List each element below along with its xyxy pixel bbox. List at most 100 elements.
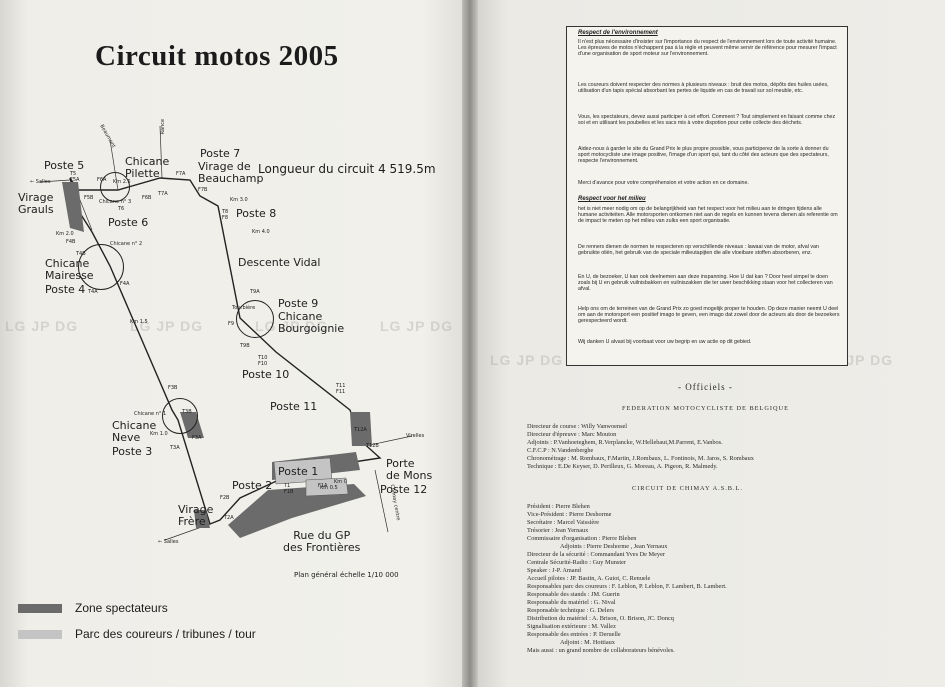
tower-marker: T11 — [336, 383, 346, 389]
tower-marker: T12A — [354, 427, 367, 433]
official-line: Signalisation extérieure : M. Vallez — [527, 623, 616, 630]
tower-marker: T6 — [118, 206, 125, 212]
tower-marker: T7A — [158, 191, 168, 197]
official-line: Commissaire d'organisation : Pierre Bleh… — [527, 535, 637, 542]
spectator-zone-6 — [194, 510, 210, 528]
road-salles-top-label: ← Salles — [30, 179, 51, 185]
official-line: Directeur d'épreuve : Marc Mouton — [527, 431, 617, 438]
tower-marker: F6B — [142, 195, 152, 201]
tower-marker: F8 — [222, 215, 229, 221]
poste-1-label: Poste 1 — [278, 465, 319, 478]
official-line: Technique : E.De Keyser, D. Perilleux, G… — [527, 463, 718, 470]
poste-5-label: Poste 5 — [44, 159, 85, 172]
watermark-logo: LG JP DG — [130, 318, 204, 334]
tower-marker: T1 — [284, 483, 291, 489]
tower-marker: T9A — [250, 289, 260, 295]
legend-spectator-label: Zone spectateurs — [75, 601, 168, 615]
legend-paddock-swatch — [18, 630, 62, 639]
official-line: Adjoints : P.Vanhoeteghem, R.Verplancke,… — [527, 439, 723, 446]
tower-marker: F1A — [318, 483, 328, 489]
tower-marker: F6A — [97, 177, 107, 183]
official-line: Responsable des stands : JM. Guerin — [527, 591, 620, 598]
paragraph: Help ons om de terreinen van de Grand Pr… — [578, 306, 840, 324]
virage-grauls-label: Virage Grauls — [18, 191, 54, 216]
road-rance-label: Rance — [160, 118, 167, 135]
poste-12-label: Poste 12 — [380, 483, 428, 496]
poste-11-label: Poste 11 — [270, 400, 318, 413]
tower-marker: T9B — [240, 343, 250, 349]
environment-box — [566, 26, 848, 366]
tower-marker: T10 — [258, 355, 268, 361]
tower-marker: F9 — [228, 321, 235, 327]
poste-10-label: Poste 10 — [242, 368, 290, 381]
paragraph: het is niet meer nodig om op de belangri… — [578, 206, 838, 224]
descente-vidal-label: Descente Vidal — [238, 256, 321, 269]
tower-marker: F3B — [168, 385, 178, 391]
club-heading: CIRCUIT DE CHIMAY A.S.B.L. — [632, 485, 743, 492]
virage-beauchamp-label: Virage de Beauchamp — [198, 160, 264, 185]
watermark-logo: LG JP DG — [490, 352, 564, 368]
chicane-neve-label: Chicane Neve — [112, 419, 157, 444]
paragraph: Aidez-nous à garder le site du Grand Pri… — [578, 146, 829, 164]
official-line: Distribution du matériel : A. Brison, O.… — [527, 615, 674, 622]
watermark-logo: LG JP DG — [380, 318, 454, 334]
official-line: Accueil pilotes : JP. Bastin, A. Guiot, … — [527, 575, 651, 582]
km-marker: Km 2.0 — [56, 231, 74, 237]
virage-frere-label: Virage Frère — [178, 503, 214, 528]
tower-marker: T3A — [170, 445, 180, 451]
poste-4-label: Poste 4 — [45, 283, 86, 296]
tower-marker: T12B — [366, 443, 379, 449]
chicane-bourgoignie-circle — [236, 300, 274, 338]
poste-6-label: Poste 6 — [108, 216, 149, 229]
poste-8-label: Poste 8 — [236, 207, 277, 220]
road-virelles — [369, 435, 413, 446]
tower-marker: F4B — [66, 239, 76, 245]
chicane-pilette-circle — [100, 172, 130, 202]
heading-environnement: Respect de l'environnement — [578, 30, 658, 36]
tower-marker: F7A — [176, 171, 186, 177]
official-line: Vice-Président : Pierre Deshorme — [527, 511, 612, 518]
official-line: Speaker : J-P. Amand — [527, 567, 581, 574]
poste-9-label: Poste 9 — [278, 297, 319, 310]
legend-spectator-swatch — [18, 604, 62, 613]
paragraph: Merci d'avance pour votre compréhension … — [578, 180, 749, 186]
chicane-bourgoignie-label: Chicane Bourgoignie — [278, 310, 345, 335]
tower-marker: F10 — [258, 361, 268, 367]
chicane-3-label: Chicane n° 3 — [99, 199, 132, 205]
spectator-zone-1 — [62, 182, 84, 232]
spectator-zone-5 — [350, 412, 372, 446]
spectator-zone-3 — [228, 484, 366, 538]
road-chimay — [374, 469, 389, 533]
tower-marker: F1B — [284, 489, 294, 495]
tower-marker: T2A — [224, 515, 234, 521]
official-line: Trésorier : Jean Yernaux — [527, 527, 589, 534]
legend-paddock-label: Parc des coureurs / tribunes / tour — [75, 627, 256, 641]
km-marker: Km 2.5 — [113, 179, 131, 185]
chicane-pilette-label: Chicane Pilette — [125, 155, 170, 180]
road-salles-top — [39, 179, 71, 183]
official-line: Directeur de course : Willy Vanwoensel — [527, 423, 628, 430]
circuit-map — [39, 125, 413, 541]
km-marker: Km 1.5 — [130, 319, 148, 325]
tower-marker: F11 — [336, 389, 346, 395]
chicane-2-label: Chicane n° 2 — [110, 241, 143, 247]
paragraph: Vous, les spectateurs, devez aussi parti… — [578, 114, 836, 126]
poste-7-label: Poste 7 — [200, 147, 241, 160]
official-line: Chronométrage : M. Rombaux, F.Martin, J.… — [527, 455, 754, 462]
officiels-heading: - Officiels - — [678, 382, 733, 392]
km-marker: Km 0.5 — [320, 485, 338, 491]
tower-marker: T8 — [222, 209, 229, 215]
map-title: Circuit motos 2005 — [95, 40, 339, 72]
circuit-length-label: Longueur du circuit 4 519.5m — [258, 162, 436, 176]
paragraph: Wij danken U alvast bij voorbaat voor uw… — [578, 339, 752, 345]
tower-marker: T3B — [182, 409, 192, 415]
paddock-zone-2 — [305, 477, 349, 497]
official-line: Président : Pierre Blehen — [527, 503, 590, 510]
tower-marker: F3A — [192, 435, 202, 441]
heading-milieu: Respect voor het milieu — [578, 196, 646, 202]
tower-marker: F5A — [70, 177, 80, 183]
paragraph: Il n'est plus nécessaire d'insister sur … — [578, 39, 837, 57]
chicane-neve-circle — [162, 398, 198, 434]
poste-3-label: Poste 3 — [112, 445, 153, 458]
paragraph: En U, de bezoeker, U kan ook deelnemen a… — [578, 274, 833, 292]
